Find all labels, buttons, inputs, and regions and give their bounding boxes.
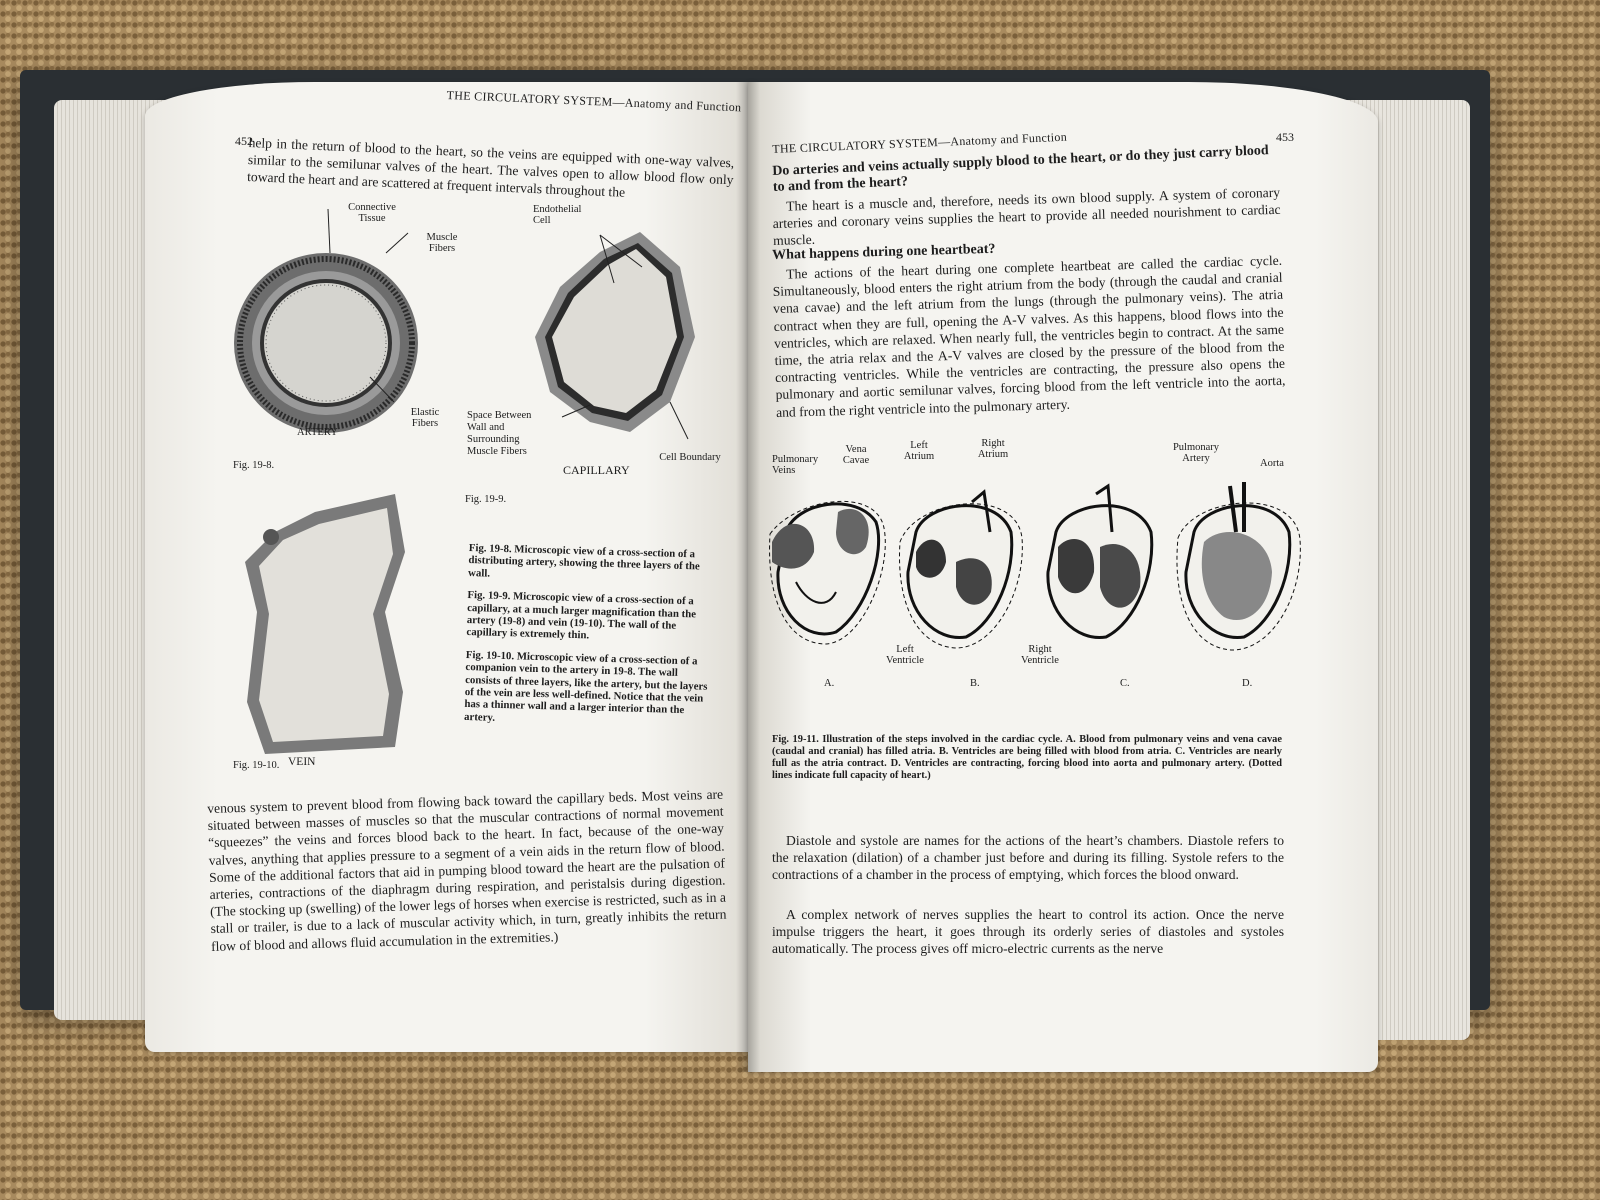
left-page-number: 452 bbox=[235, 134, 253, 148]
right-page-number: 453 bbox=[1276, 130, 1294, 144]
fig-19-9-id: Fig. 19-9. bbox=[465, 494, 507, 505]
paragraph-diastole-systole: Diastole and systole are names for the a… bbox=[772, 833, 1284, 883]
label-vena-cavae: Vena Cavae bbox=[842, 444, 870, 466]
left-bottom-paragraph: venous system to prevent blood from flow… bbox=[207, 786, 727, 954]
label-right-ventricle: Right Ventricle bbox=[1021, 644, 1059, 666]
heart-panel-c bbox=[1046, 483, 1154, 640]
artery-title: ARTERY bbox=[297, 427, 338, 438]
panel-letter-d: D. bbox=[1242, 678, 1253, 689]
book-gutter bbox=[736, 82, 760, 1072]
artery-illustration bbox=[234, 208, 418, 433]
paragraph-nerves: A complex network of nerves supplies the… bbox=[772, 907, 1284, 957]
caption-fig-19-10: Fig. 19-10. Microscopic view of a cross-… bbox=[463, 648, 708, 724]
capillary-illustration bbox=[535, 232, 695, 440]
panel-letter-c: C. bbox=[1120, 678, 1130, 689]
left-top-paragraph: help in the return of blood to the heart… bbox=[246, 134, 735, 201]
label-space-between-wall: Space Between Wall and Surrounding Muscl… bbox=[467, 410, 532, 457]
label-cell-boundary: Cell Boundary bbox=[659, 452, 721, 463]
caption-fig-19-9: Fig. 19-9. Microscopic view of a cross-s… bbox=[466, 589, 697, 642]
label-aorta: Aorta bbox=[1260, 458, 1284, 469]
fig-19-10-id: Fig. 19-10. bbox=[233, 760, 280, 771]
heart-panel-a bbox=[769, 500, 886, 645]
panel-letter-a: A. bbox=[824, 678, 835, 689]
label-endothelial-cell: Endothelial Cell bbox=[533, 204, 582, 226]
label-elastic-fibers: Elastic Fibers bbox=[410, 407, 440, 429]
paragraph-cardiac-cycle: The actions of the heart during one comp… bbox=[772, 252, 1286, 420]
label-pulmonary-artery: Pulmonary Artery bbox=[1172, 442, 1220, 464]
heart-panel-b bbox=[899, 489, 1023, 649]
label-left-atrium: Left Atrium bbox=[903, 440, 935, 462]
heart-panel-d bbox=[1176, 482, 1301, 651]
right-page: THE CIRCULATORY SYSTEM—Anatomy and Funct… bbox=[748, 82, 1378, 1072]
label-left-ventricle: Left Ventricle bbox=[886, 644, 924, 666]
caption-fig-19-8: Fig. 19-8. Microscopic view of a cross-s… bbox=[467, 542, 700, 580]
panel-letter-b: B. bbox=[970, 678, 980, 689]
fig-19-8-id: Fig. 19-8. bbox=[233, 460, 275, 471]
label-muscle-fibers: Muscle Fibers bbox=[426, 232, 458, 254]
capillary-title: CAPILLARY bbox=[563, 463, 630, 477]
vein-title: VEIN bbox=[288, 756, 316, 768]
captions-block: Fig. 19-8. Microscopic view of a cross-s… bbox=[464, 542, 715, 740]
vein-illustration bbox=[245, 494, 405, 754]
heart-cycle-illustration bbox=[769, 482, 1301, 651]
caption-fig-19-11: Fig. 19-11. Illustration of the steps in… bbox=[772, 734, 1282, 781]
label-connective-tissue: Connective Tissue bbox=[348, 202, 396, 224]
left-running-head: THE CIRCULATORY SYSTEM—Anatomy and Funct… bbox=[446, 88, 742, 115]
label-right-atrium: Right Atrium bbox=[977, 438, 1009, 460]
label-pulmonary-veins: Pulmonary Veins bbox=[772, 454, 819, 476]
left-page: THE CIRCULATORY SYSTEM—Anatomy and Funct… bbox=[145, 82, 755, 1052]
